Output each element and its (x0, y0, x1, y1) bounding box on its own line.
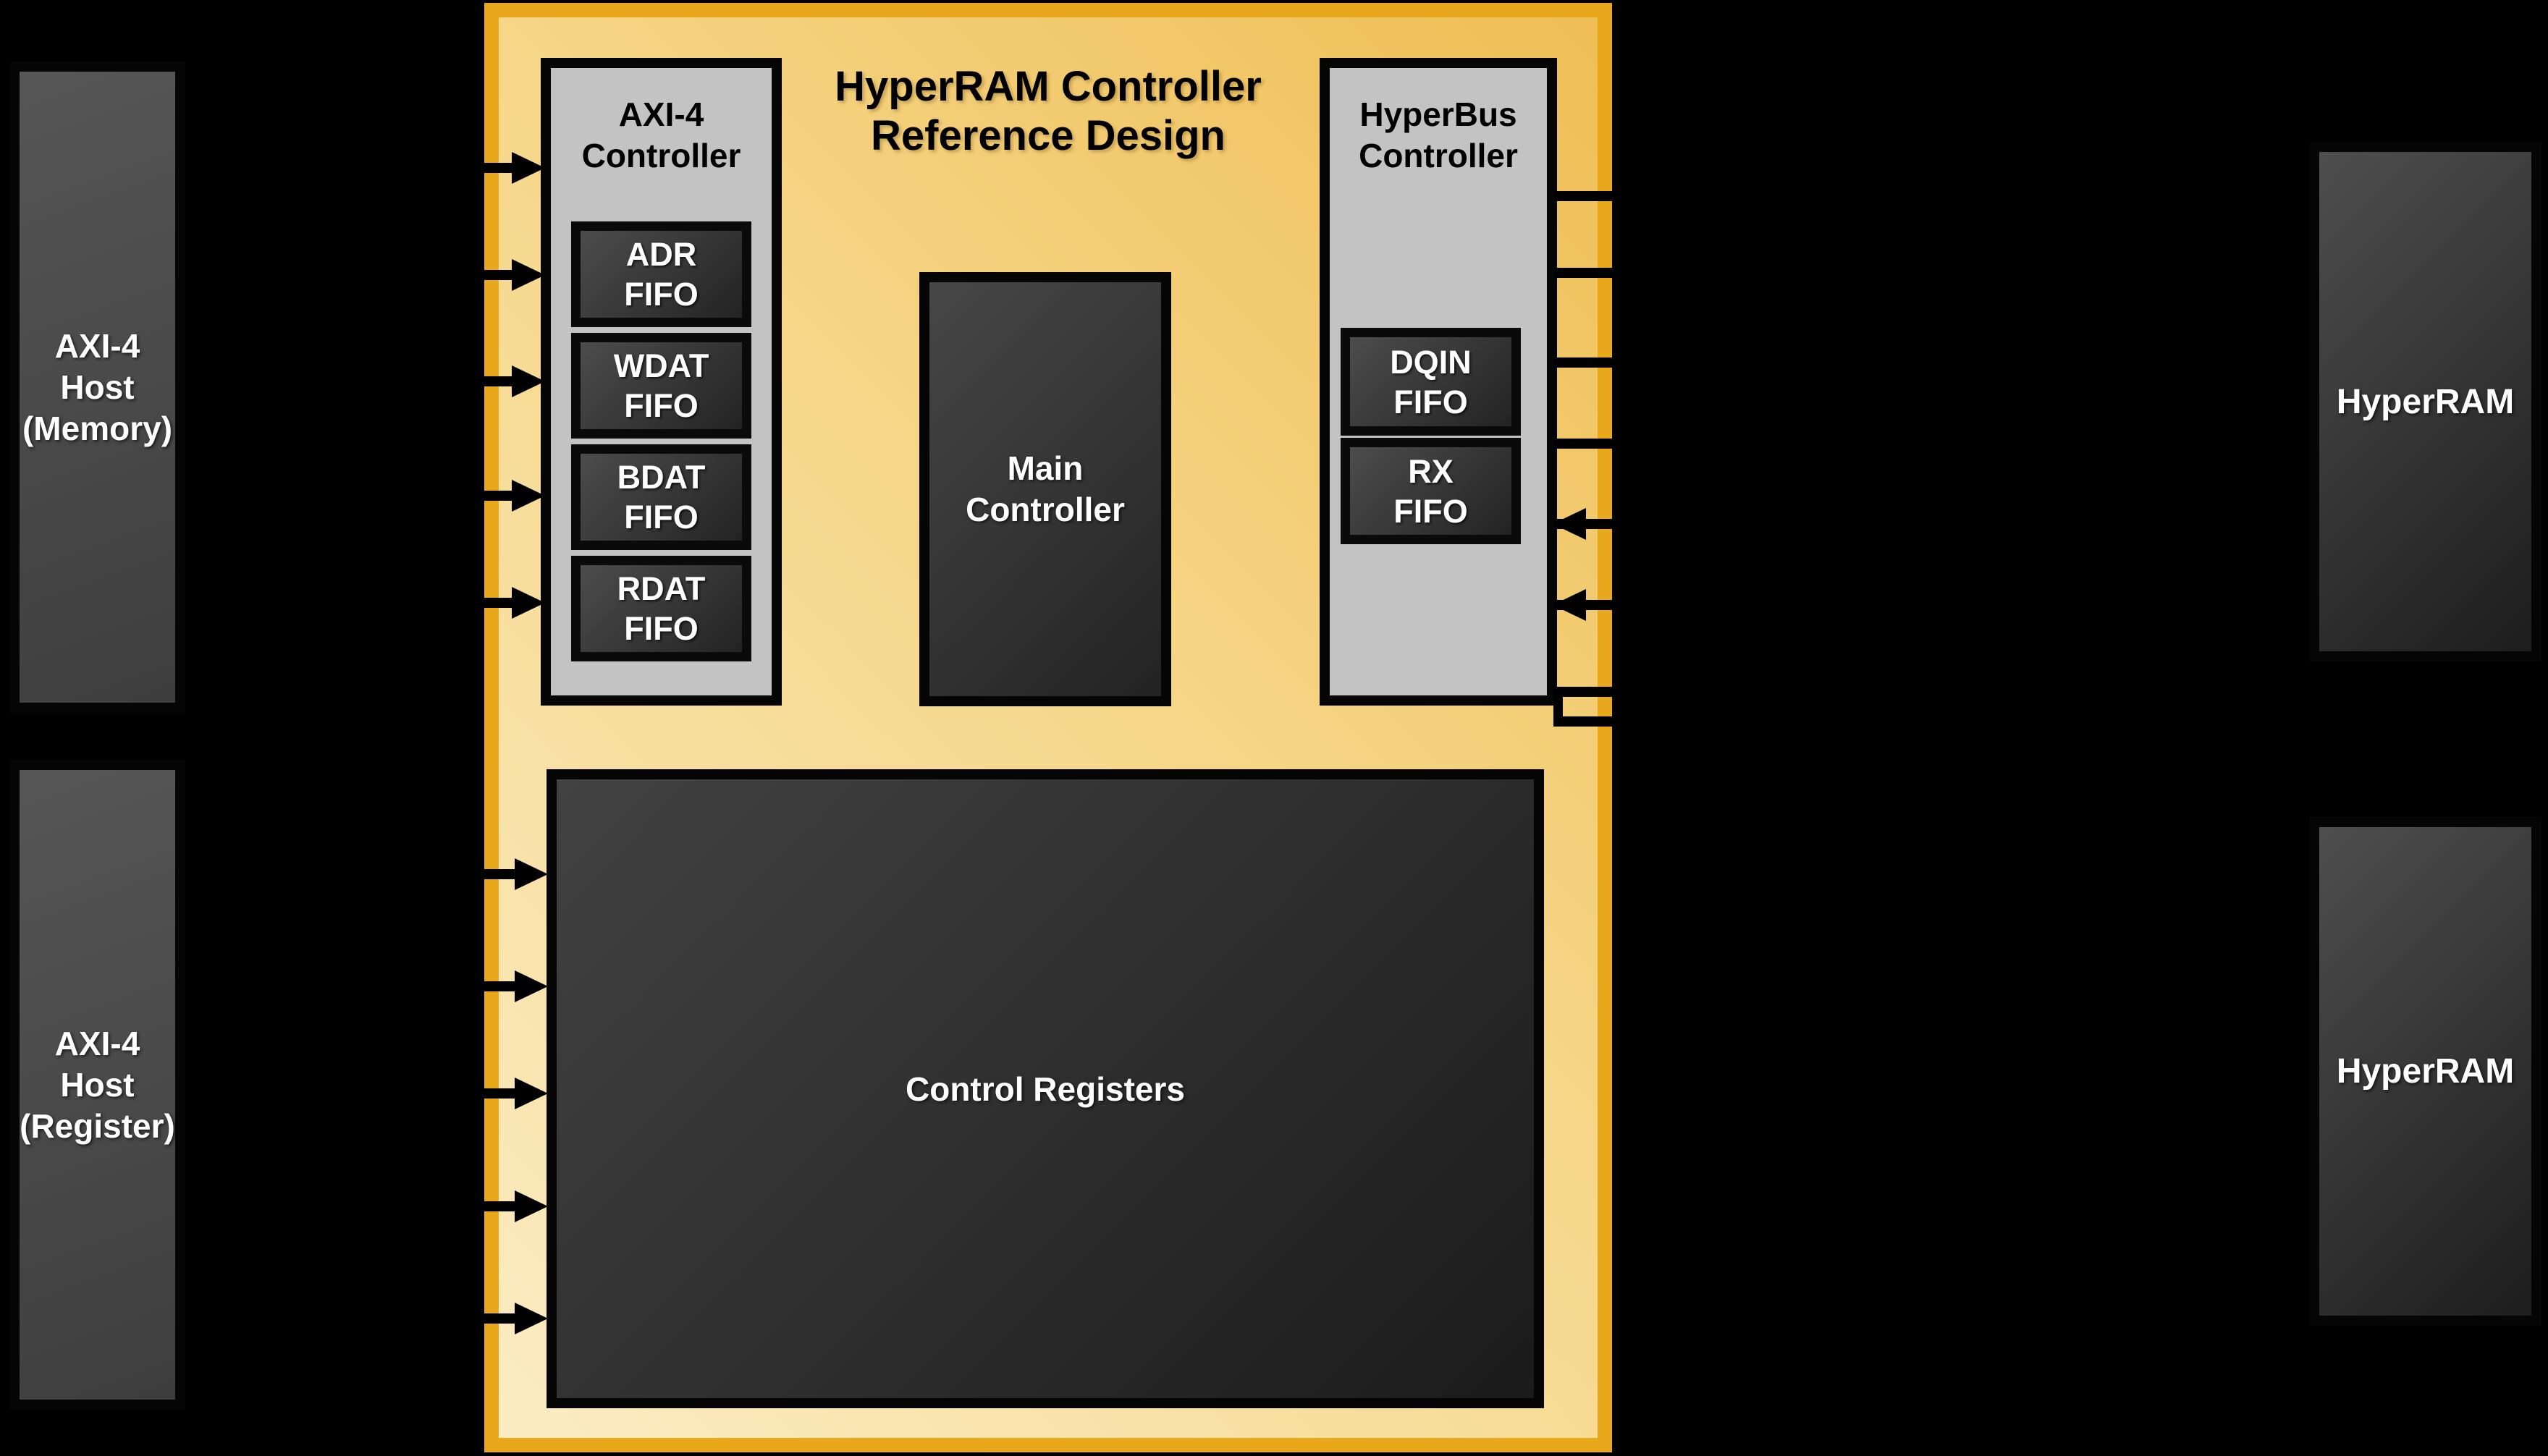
arrow-into-wdat-fifo (434, 376, 512, 386)
hyperbus-signal-stub-5 (1553, 687, 1613, 697)
wdat-fifo-box: WDAT FIFO (571, 333, 751, 439)
rdat-fifo-box: RDAT FIFO (571, 556, 751, 661)
dqin-fifo-box: DQIN FIFO (1341, 328, 1521, 436)
hyperram-device-bottom-label: HyperRAM (2336, 1052, 2515, 1091)
hyperbus-controller-title: HyperBus Controller (1359, 96, 1518, 174)
hyperbus-signal-stub-4 (1553, 439, 1613, 449)
control-registers-box: Control Registers (547, 769, 1544, 1408)
main-controller-label: Main Controller (966, 449, 1125, 528)
hyperbus-signal-stub-2 (1553, 268, 1613, 278)
hyperram-device-bottom-block: HyperRAM (2309, 817, 2541, 1326)
axi4-controller-title: AXI-4 Controller (581, 96, 741, 174)
main-controller-box: Main Controller (919, 272, 1171, 706)
arrow-into-axi4-controller (434, 163, 512, 173)
arrow-into-control-registers-3 (434, 1088, 515, 1099)
arrow-into-bdat-fifo (434, 491, 512, 501)
adr-fifo-box: ADR FIFO (571, 221, 751, 327)
hyperram-device-top-block: HyperRAM (2309, 142, 2541, 661)
axi4-host-memory-label: AXI-4 Host (Memory) (22, 326, 173, 447)
hyperram-device-top-label: HyperRAM (2336, 382, 2515, 421)
hyperbus-signal-stub-1 (1553, 191, 1613, 201)
hyperbus-signal-stub-6 (1553, 716, 1613, 727)
arrow-into-control-registers-1 (434, 869, 515, 879)
hyperbus-signal-stub-connector (1553, 687, 1563, 727)
hyperbus-input-arrow-1 (1554, 519, 1613, 529)
arrow-into-control-registers-4 (434, 1201, 515, 1211)
arrow-into-control-registers-2 (434, 981, 515, 991)
bdat-fifo-box: BDAT FIFO (571, 444, 751, 550)
arrow-into-rdat-fifo (434, 598, 512, 608)
diagram-title: HyperRAM Controller Reference Design (835, 63, 1262, 159)
axi4-host-register-label: AXI-4 Host (Register) (20, 1024, 175, 1145)
control-registers-label: Control Registers (906, 1070, 1185, 1108)
axi4-host-memory-block: AXI-4 Host (Memory) (9, 62, 185, 713)
arrow-into-control-registers-5 (434, 1313, 515, 1324)
axi4-host-register-block: AXI-4 Host (Register) (9, 760, 185, 1410)
hyperbus-signal-stub-3 (1553, 357, 1613, 368)
arrow-into-adr-fifo (434, 270, 512, 280)
hyperbus-input-arrow-2 (1554, 600, 1613, 610)
rx-fifo-box: RX FIFO (1341, 438, 1521, 544)
